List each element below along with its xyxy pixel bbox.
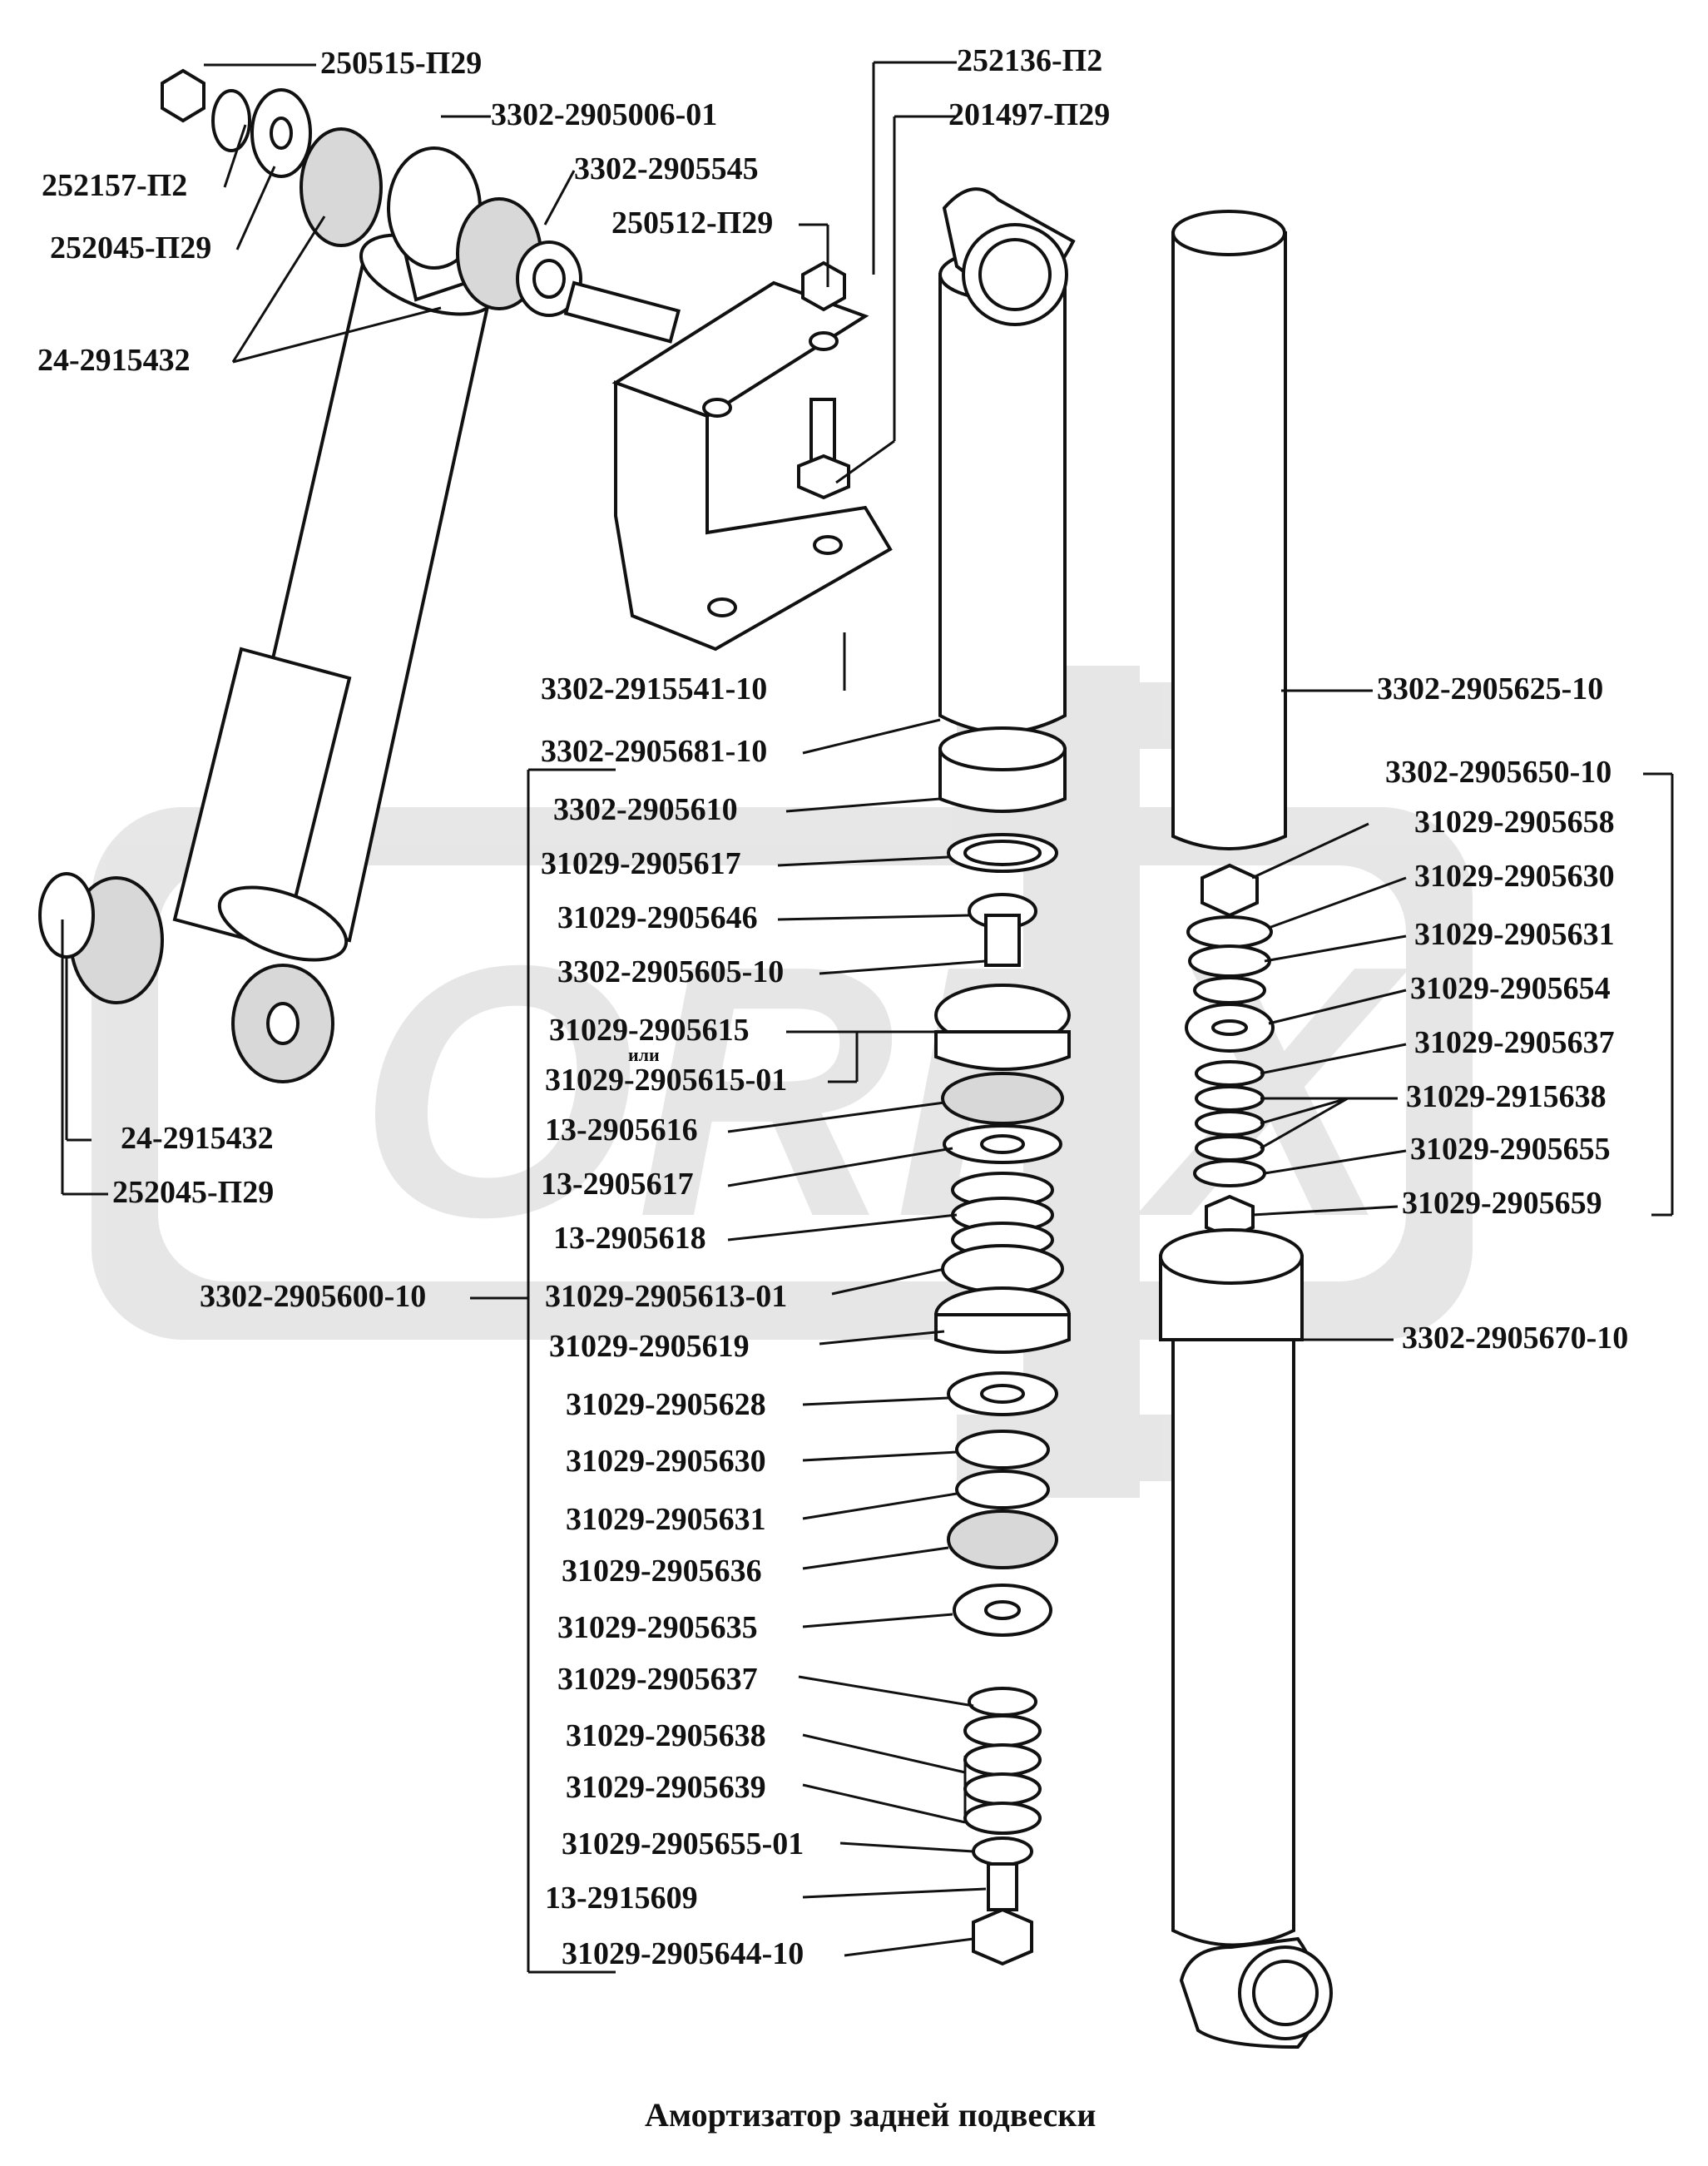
label-3302-2905006-01: 3302-2905006-01 — [491, 97, 717, 132]
label-31029-2905638: 31029-2905638 — [566, 1718, 766, 1753]
watermark: ORBX — [92, 666, 1473, 1498]
label-31029-2905658: 31029-2905658 — [1414, 805, 1615, 840]
label-252136-p2: 252136-П2 — [957, 43, 1102, 78]
label-13-2905616: 13-2905616 — [545, 1113, 698, 1147]
label-31029-2905617: 31029-2905617 — [541, 846, 741, 881]
label-250512-p29: 250512-П29 — [611, 206, 773, 240]
label-3302-2905670-10: 3302-2905670-10 — [1402, 1321, 1628, 1356]
mounting-bracket — [611, 260, 893, 652]
label-31029-2905655: 31029-2905655 — [1410, 1132, 1611, 1167]
cover-tube — [1171, 210, 1287, 850]
label-252045-p29-top: 252045-П29 — [50, 230, 211, 265]
label-31029-2905636: 31029-2905636 — [562, 1554, 762, 1589]
label-31029-2905654: 31029-2905654 — [1410, 971, 1611, 1006]
label-3302-2905625-10: 3302-2905625-10 — [1377, 672, 1603, 706]
label-3302-2905650-10: 3302-2905650-10 — [1385, 755, 1611, 790]
label-252157-p2: 252157-П2 — [42, 168, 187, 203]
label-31029-2905646: 31029-2905646 — [557, 900, 758, 935]
label-31029-2905613-01: 31029-2905613-01 — [545, 1279, 787, 1314]
label-250515-p29: 250515-П29 — [320, 46, 482, 81]
label-252045-p29-bottom: 252045-П29 — [112, 1175, 274, 1210]
label-3302-2905681-10: 3302-2905681-10 — [541, 734, 767, 769]
label-3302-2905600-10: 3302-2905600-10 — [200, 1279, 426, 1314]
leader-lines — [61, 61, 1674, 1974]
working-cylinder — [1159, 1228, 1333, 2050]
label-13-2915609: 13-2915609 — [545, 1881, 698, 1916]
label-31029-2905639: 31029-2905639 — [566, 1770, 766, 1805]
diagram-caption: Амортизатор задней подвески — [645, 2096, 1096, 2134]
label-ili: или — [628, 1044, 660, 1065]
label-31029-2905631-right: 31029-2905631 — [1414, 917, 1615, 952]
label-31029-2905630-right: 31029-2905630 — [1414, 859, 1615, 894]
label-24-2915432-bottom: 24-2915432 — [121, 1121, 274, 1156]
label-31029-2915638: 31029-2915638 — [1406, 1079, 1607, 1114]
right-valve-stack — [1185, 863, 1275, 1240]
label-31029-2905619: 31029-2905619 — [549, 1329, 750, 1364]
label-13-2905617: 13-2905617 — [541, 1167, 694, 1202]
label-3302-2905605-10: 3302-2905605-10 — [557, 954, 784, 989]
label-31029-2905631-left: 31029-2905631 — [566, 1502, 766, 1537]
label-31029-2905637-right: 31029-2905637 — [1414, 1025, 1615, 1060]
label-201497-p29: 201497-П29 — [948, 97, 1110, 132]
label-31029-2905628: 31029-2905628 — [566, 1387, 766, 1422]
label-31029-2905630-left: 31029-2905630 — [566, 1444, 766, 1479]
part-labels: 250515-П29 3302-2905006-01 252157-П2 252… — [37, 43, 1628, 1971]
label-24-2915432-top: 24-2915432 — [37, 343, 191, 378]
assembled-shock-absorber — [38, 68, 681, 1083]
middle-parts-stack — [934, 726, 1071, 1966]
label-31029-2905615-01: 31029-2905615-01 — [545, 1063, 787, 1098]
label-31029-2905644-10: 31029-2905644-10 — [562, 1936, 804, 1971]
label-31029-2905655-01: 31029-2905655-01 — [562, 1826, 804, 1861]
label-3302-2905545: 3302-2905545 — [574, 151, 759, 186]
label-13-2905618: 13-2905618 — [553, 1221, 706, 1256]
label-31029-2905635: 31029-2905635 — [557, 1610, 758, 1645]
label-31029-2905659: 31029-2905659 — [1402, 1186, 1602, 1221]
upper-reservoir — [938, 187, 1076, 734]
label-3302-2915541-10: 3302-2915541-10 — [541, 672, 767, 706]
label-3302-2905610: 3302-2905610 — [553, 792, 738, 827]
label-31029-2905615: 31029-2905615 — [549, 1013, 750, 1048]
label-31029-2905637-left: 31029-2905637 — [557, 1662, 758, 1697]
